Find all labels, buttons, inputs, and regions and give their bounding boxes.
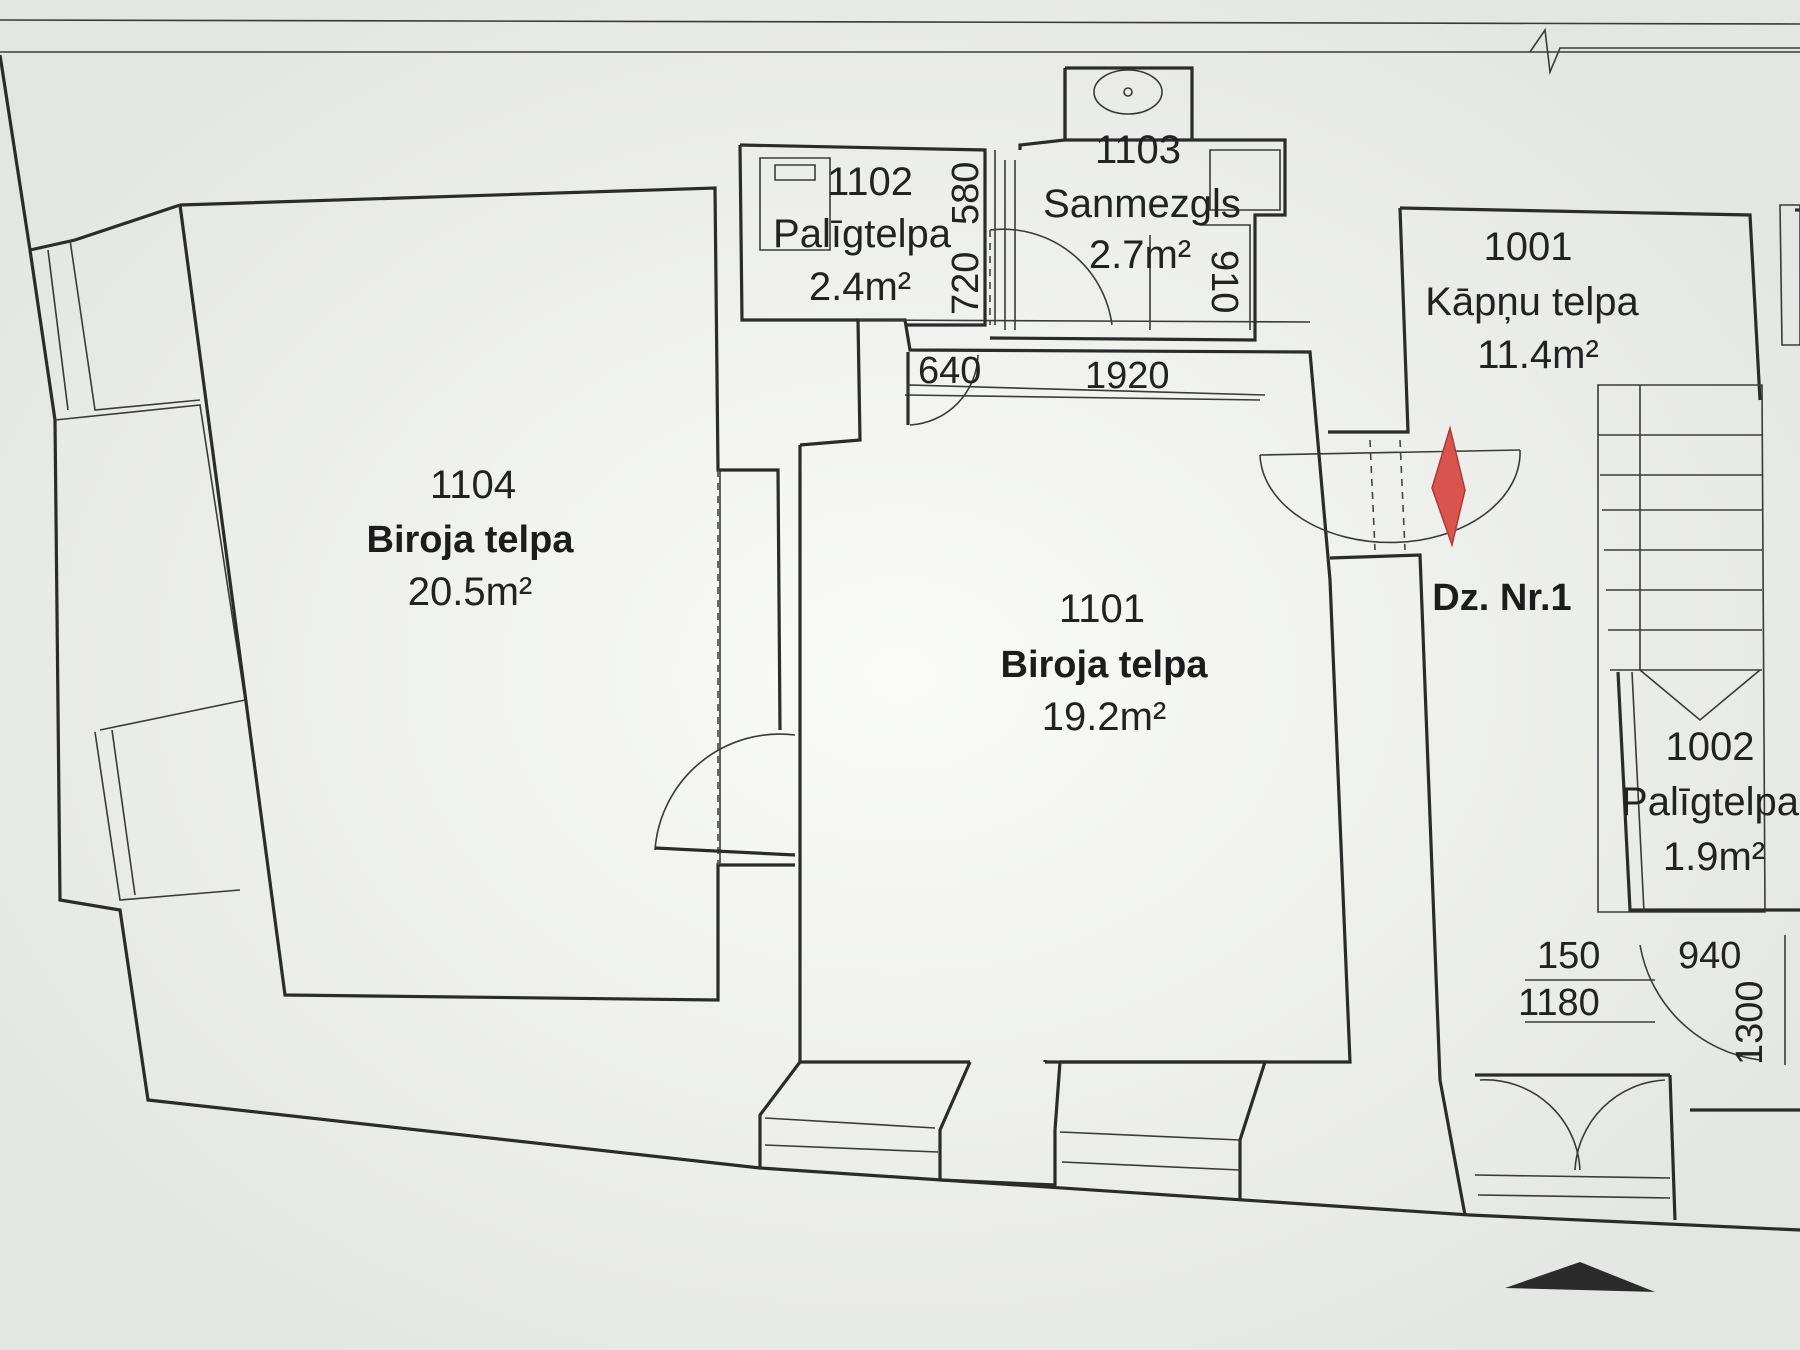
lower-double-door [1474, 944, 1800, 1221]
room-1102-area: 2.4m² [809, 265, 911, 309]
dim-640: 640 [918, 350, 981, 392]
building-outline [0, 54, 1800, 1232]
door-label: Dz. Nr.1 [1432, 577, 1571, 619]
room-1101-name: Biroja telpa [1001, 644, 1209, 686]
dim-910: 910 [1203, 250, 1245, 313]
door-1104-1101 [654, 733, 796, 857]
dimension-lines [907, 150, 1786, 1065]
room-1103-name: Sanmezgls [1043, 182, 1241, 226]
room-1104-area: 20.5m² [408, 570, 533, 614]
room-1002-name: Palīgtelpa [1621, 780, 1800, 824]
staircase [1597, 384, 1766, 913]
dim-1300: 1300 [1729, 980, 1771, 1065]
room-1102-number: 1102 [827, 160, 913, 204]
room-1101-area: 19.2m² [1042, 695, 1167, 739]
room-1103-number: 1103 [1095, 128, 1181, 172]
room-1102-walls [738, 143, 987, 327]
room-1001-name: Kāpņu telpa [1425, 280, 1639, 324]
dim-580: 580 [945, 162, 987, 225]
room-1001-number: 1001 [1484, 225, 1573, 269]
room-1103-area: 2.7m² [1089, 233, 1191, 277]
door-1103 [989, 228, 1113, 326]
room-1002-area: 1.9m² [1663, 835, 1765, 879]
entrance-door-dz1 [1259, 425, 1521, 551]
dim-940: 940 [1678, 935, 1741, 977]
room-1102-name: Palīgtelpa [773, 212, 952, 256]
room-1103-walls [989, 66, 1287, 342]
room-1001-walls [1328, 204, 1800, 1216]
room-1001-area: 11.4m² [1477, 333, 1599, 377]
room-1104-name: Biroja telpa [367, 519, 575, 561]
top-border-line [0, 19, 1800, 76]
front-steps [758, 1060, 1268, 1200]
north-arrow-icon [1505, 1262, 1655, 1292]
room-1101-number: 1101 [1059, 587, 1145, 631]
room-1104-walls [178, 186, 795, 1002]
dim-1180: 1180 [1518, 982, 1600, 1024]
room-1002-walls [1616, 671, 1800, 913]
door-marker-icon [1431, 425, 1466, 548]
dim-720: 720 [945, 252, 987, 315]
dim-1920: 1920 [1085, 355, 1170, 397]
room-1104-number: 1104 [430, 463, 516, 507]
dim-150: 150 [1537, 935, 1600, 977]
room-1002-number: 1002 [1666, 725, 1755, 769]
